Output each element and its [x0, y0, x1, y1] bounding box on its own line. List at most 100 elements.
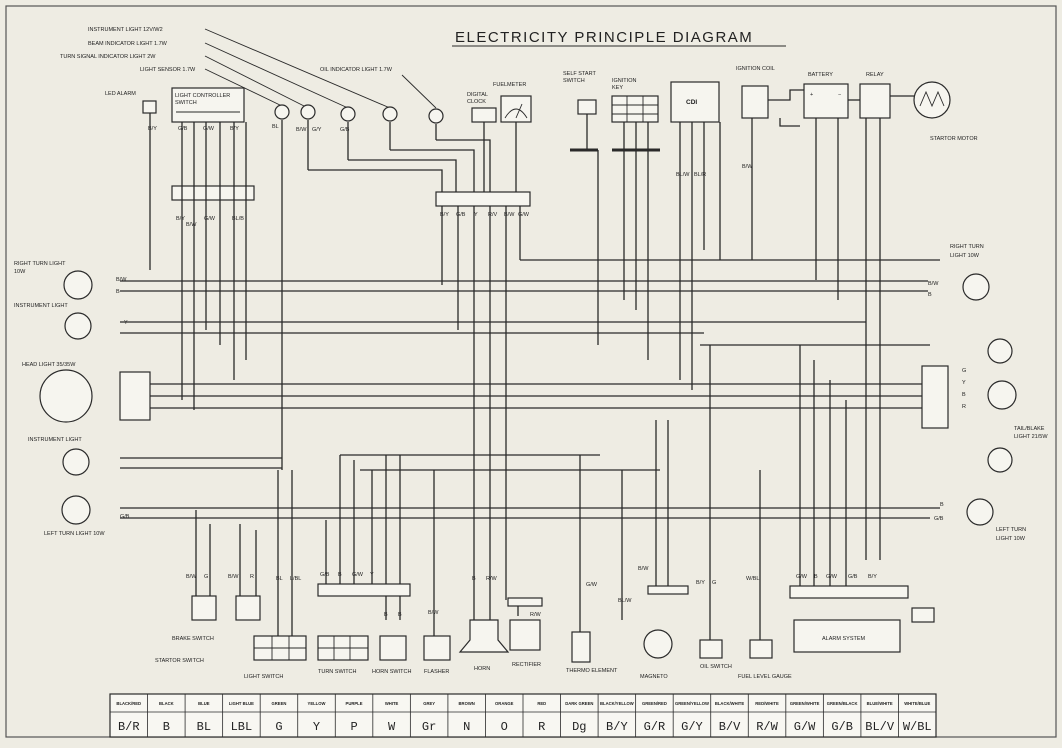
right-turn-rear-bulb — [962, 273, 990, 301]
color-code-name: LIGHT BLUE — [229, 701, 254, 706]
left-turn-front-bulb — [61, 495, 91, 525]
instrument-light-upper-label: INSTRUMENT LIGHT — [14, 303, 68, 309]
relay: RELAY — [859, 72, 891, 119]
light-controller-label-2: SWITCH — [175, 100, 197, 106]
wire-tag: B — [398, 612, 402, 618]
bulb-oil-indicator — [428, 108, 444, 124]
head-light-connector — [119, 371, 151, 421]
led-alarm: LED ALARM B/Y — [105, 91, 157, 132]
wire-tag: BL/W — [676, 172, 690, 178]
wire-tag: G — [712, 580, 716, 586]
wire-tag: G — [962, 368, 966, 374]
wire-tag: B/W — [428, 610, 439, 616]
wire-tag: Y — [474, 212, 478, 218]
instrument-light-upper-bulb — [64, 312, 92, 340]
battery-plus: + — [810, 92, 813, 98]
bulb-turn-indicator — [300, 104, 316, 120]
right-turn-front-bulb — [63, 270, 93, 300]
horn-body — [458, 619, 510, 653]
right-turn-light-front: RIGHT TURN LIGHT 10W B/W B — [14, 261, 127, 300]
color-code-name: YELLOW — [308, 701, 326, 706]
turn-switch: G/B B G/W Y TURN SWITCH — [317, 572, 411, 675]
wire-tag: B/W — [296, 127, 307, 133]
wire-tag: G/B — [340, 127, 350, 133]
wire-tag: G/B — [934, 516, 944, 522]
right-turn-front-label-1: RIGHT TURN LIGHT — [14, 261, 66, 267]
wire-tag: B/W — [928, 281, 939, 287]
ignition-key-label-2: KEY — [612, 85, 623, 91]
turn-switch-connector — [317, 583, 411, 597]
instrument-light-lower-label: INSTRUMENT LIGHT — [28, 437, 82, 443]
right-turn-rear-label-2: LIGHT 10W — [950, 253, 980, 259]
wire-tag: B/W — [742, 164, 753, 170]
color-code-value: LBL — [231, 720, 253, 734]
ignition-coil-label: IGNITION COIL — [736, 66, 775, 72]
turn-switch-label: TURN SWITCH — [318, 669, 357, 675]
wire-tag: G/W — [586, 582, 598, 588]
color-code-name: WHITE — [385, 701, 399, 706]
wire-tag: B — [814, 574, 818, 580]
rectifier-body — [509, 619, 541, 651]
brake-switch-body — [191, 595, 217, 621]
label-light-sensor: LIGHT SENSOR 1.7W — [140, 67, 196, 73]
color-code-name: BLACK/WHITE — [715, 701, 745, 706]
digital-clock: DIGITAL CLOCK — [467, 92, 497, 123]
self-start-switch: SELF START SWITCH — [563, 71, 598, 152]
fuel-gauge-body — [749, 639, 773, 659]
wire-tag: B/Y — [696, 580, 705, 586]
digital-clock-label-2: CLOCK — [467, 99, 486, 105]
starter-motor-symbol — [919, 90, 945, 108]
led-alarm-label: LED ALARM — [105, 91, 136, 97]
ignition-key-label-1: IGNITION — [612, 78, 636, 84]
label-instrument-light-1-7w: INSTRUMENT LIGHT 12V/W2 — [88, 27, 163, 33]
wire-tag: R/W — [530, 612, 542, 618]
self-start-body — [577, 99, 597, 115]
color-code-name: BLACK/YELLOW — [600, 701, 634, 706]
digital-clock-body — [471, 107, 497, 123]
wire-tag: G/B — [848, 574, 858, 580]
color-code-value: W/BL — [903, 720, 932, 734]
magneto-body — [643, 629, 673, 659]
color-code-value: G/W — [794, 720, 816, 734]
color-code-value: BL/V — [865, 720, 895, 734]
led-alarm-body — [142, 100, 157, 114]
rectifier-label: RECTIFIER — [512, 662, 541, 668]
starter-motor-label: STARTOR MOTOR — [930, 136, 978, 142]
color-code-name: BROWN — [459, 701, 475, 706]
wire-tag: G/B — [120, 514, 130, 520]
wire-tag: B/W — [116, 277, 127, 283]
leader-line — [204, 42, 349, 109]
fuelmeter-needle — [515, 103, 523, 119]
leader-line — [401, 74, 437, 109]
wire-tag: B/Y — [868, 574, 877, 580]
flasher-body — [423, 635, 451, 661]
magneto-connector — [647, 585, 689, 595]
left-turn-light-rear: B G/B LEFT TURN LIGHT 10W — [934, 498, 1026, 542]
fuelmeter-label: FUELMETER — [493, 82, 526, 88]
color-code-name: GREEN/YELLOW — [675, 701, 709, 706]
wire-tag: BL — [272, 124, 279, 130]
relay-body — [859, 83, 891, 119]
color-code-value: Gr — [422, 720, 436, 734]
wire-tag: L/BL — [290, 576, 301, 582]
color-code-name: BLUE/WHITE — [867, 701, 893, 706]
brake-switch-label: BRAKE SWITCH — [172, 636, 214, 642]
wire-tag: BL/W — [618, 598, 632, 604]
light-controller-label-1: LIGHT CONTROLLER — [175, 93, 230, 99]
right-turn-front-label-2: 10W — [14, 269, 26, 275]
oil-switch-label: OIL SWITCH — [700, 664, 732, 670]
fuelmeter: FUELMETER — [493, 82, 532, 123]
wire-tag: B — [116, 289, 120, 295]
color-code-name: GREEN/BLACK — [827, 701, 858, 706]
indicator-labels: INSTRUMENT LIGHT 12V/W2 BEAM INDICATOR L… — [60, 27, 437, 109]
color-code-name: GREEN/WHITE — [790, 701, 820, 706]
starter-switch-body — [235, 595, 261, 621]
tail-light-label-1: TAIL/BLAKE — [1014, 426, 1045, 432]
color-code-name: ORANGE — [495, 701, 514, 706]
light-switch-label: LIGHT SWITCH — [244, 674, 283, 680]
color-code-name: GREEN/RED — [642, 701, 667, 706]
tail-bulb-center — [987, 380, 1017, 410]
thermo-element: G/W THERMO ELEMENT — [566, 582, 618, 674]
